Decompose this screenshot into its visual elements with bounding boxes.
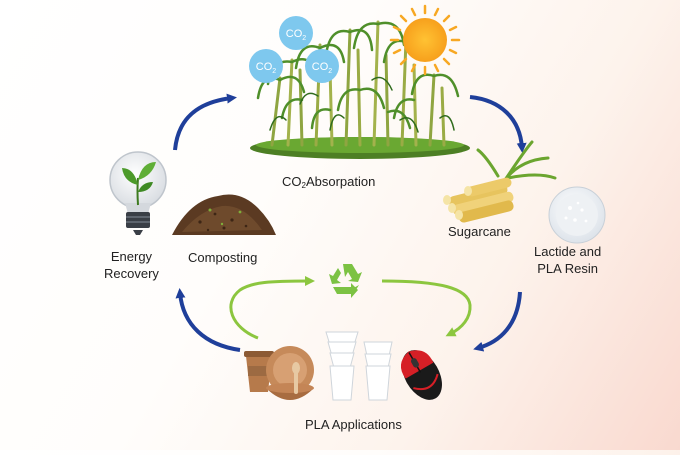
co2-bubble-icon: CO2 (305, 49, 339, 83)
co2-absorption-label: CO2Absorpation (282, 174, 376, 190)
energy-label-line1: Energy (110, 249, 153, 264)
mouse-icon (400, 350, 442, 400)
composting-label: Composting (188, 250, 258, 265)
lactide-label: Lactide and PLA Resin (534, 243, 601, 277)
energy-recovery-label: Energy Recovery (104, 248, 159, 282)
recycle-icon (329, 264, 362, 298)
sugarcane-field-icon (250, 20, 470, 159)
sun-icon (389, 4, 461, 76)
lactide-label-line2: PLA Resin (537, 261, 598, 276)
arrow-green-to-recycle (229, 276, 315, 340)
arrow-green-to-applications (381, 279, 472, 337)
energy-label-line2: Recovery (104, 266, 159, 281)
svg-text:CO2: CO2 (256, 61, 277, 75)
sugarcane-label: Sugarcane (448, 224, 511, 239)
co2-bubble-icon: CO2 (279, 16, 313, 50)
pla-applications-label: PLA Applications (305, 417, 402, 432)
arrow-field-to-sugarcane (469, 95, 527, 153)
lactide-label-line1: Lactide and (534, 244, 602, 259)
svg-text:CO2: CO2 (312, 61, 333, 75)
lightbulb-plant-icon (109, 151, 167, 235)
sugarcane-stalks-icon (443, 140, 557, 223)
arrow-applications-to-energy (175, 288, 241, 352)
pla-resin-icon (548, 186, 606, 244)
arrow-energy-to-field (173, 93, 237, 151)
compost-pile-icon (172, 194, 276, 235)
cups-icon (244, 331, 393, 401)
arrow-resin-to-applications (473, 291, 522, 352)
co2-bubble-icon: CO2 (249, 49, 283, 83)
svg-text:CO2: CO2 (286, 28, 307, 42)
